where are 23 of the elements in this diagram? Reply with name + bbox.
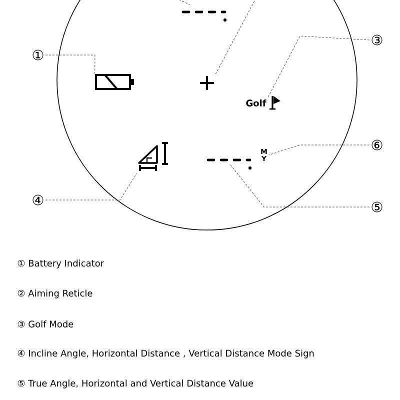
- callout-number: ③: [372, 34, 382, 46]
- legend-text: ③ Golf Mode: [18, 320, 74, 328]
- callout-number: ①: [32, 50, 44, 60]
- distance-dashes: [182, 10, 227, 22]
- leader-line: [45, 172, 138, 200]
- legend-text: ⑤ True Angle, Horizontal and Vertical Distance Value: [18, 380, 254, 388]
- legend-text: ② Aiming Reticle: [18, 290, 92, 298]
- leader-line: [45, 54, 96, 74]
- battery-icon: [95, 74, 134, 90]
- distance-dashes: [206, 158, 252, 170]
- incline-icon: [138, 142, 169, 172]
- callout-number: ⑤: [372, 202, 382, 212]
- leader-line: [214, 0, 256, 76]
- node-label: Golf: [246, 100, 266, 106]
- reticle-cross: [199, 75, 215, 91]
- golf-mode-sign: Golf: [246, 96, 280, 110]
- legend-text: ① Battery Indicator: [18, 260, 104, 268]
- callout-number: ④: [32, 194, 44, 206]
- leader-line: [268, 144, 370, 156]
- legend-text: ④ Incline Angle, Horizontal Distance , Vertical Distance Mode Sign: [18, 350, 314, 358]
- leader-line: [267, 36, 370, 99]
- leader-line: [230, 164, 370, 208]
- callout-number: ⑥: [372, 140, 382, 150]
